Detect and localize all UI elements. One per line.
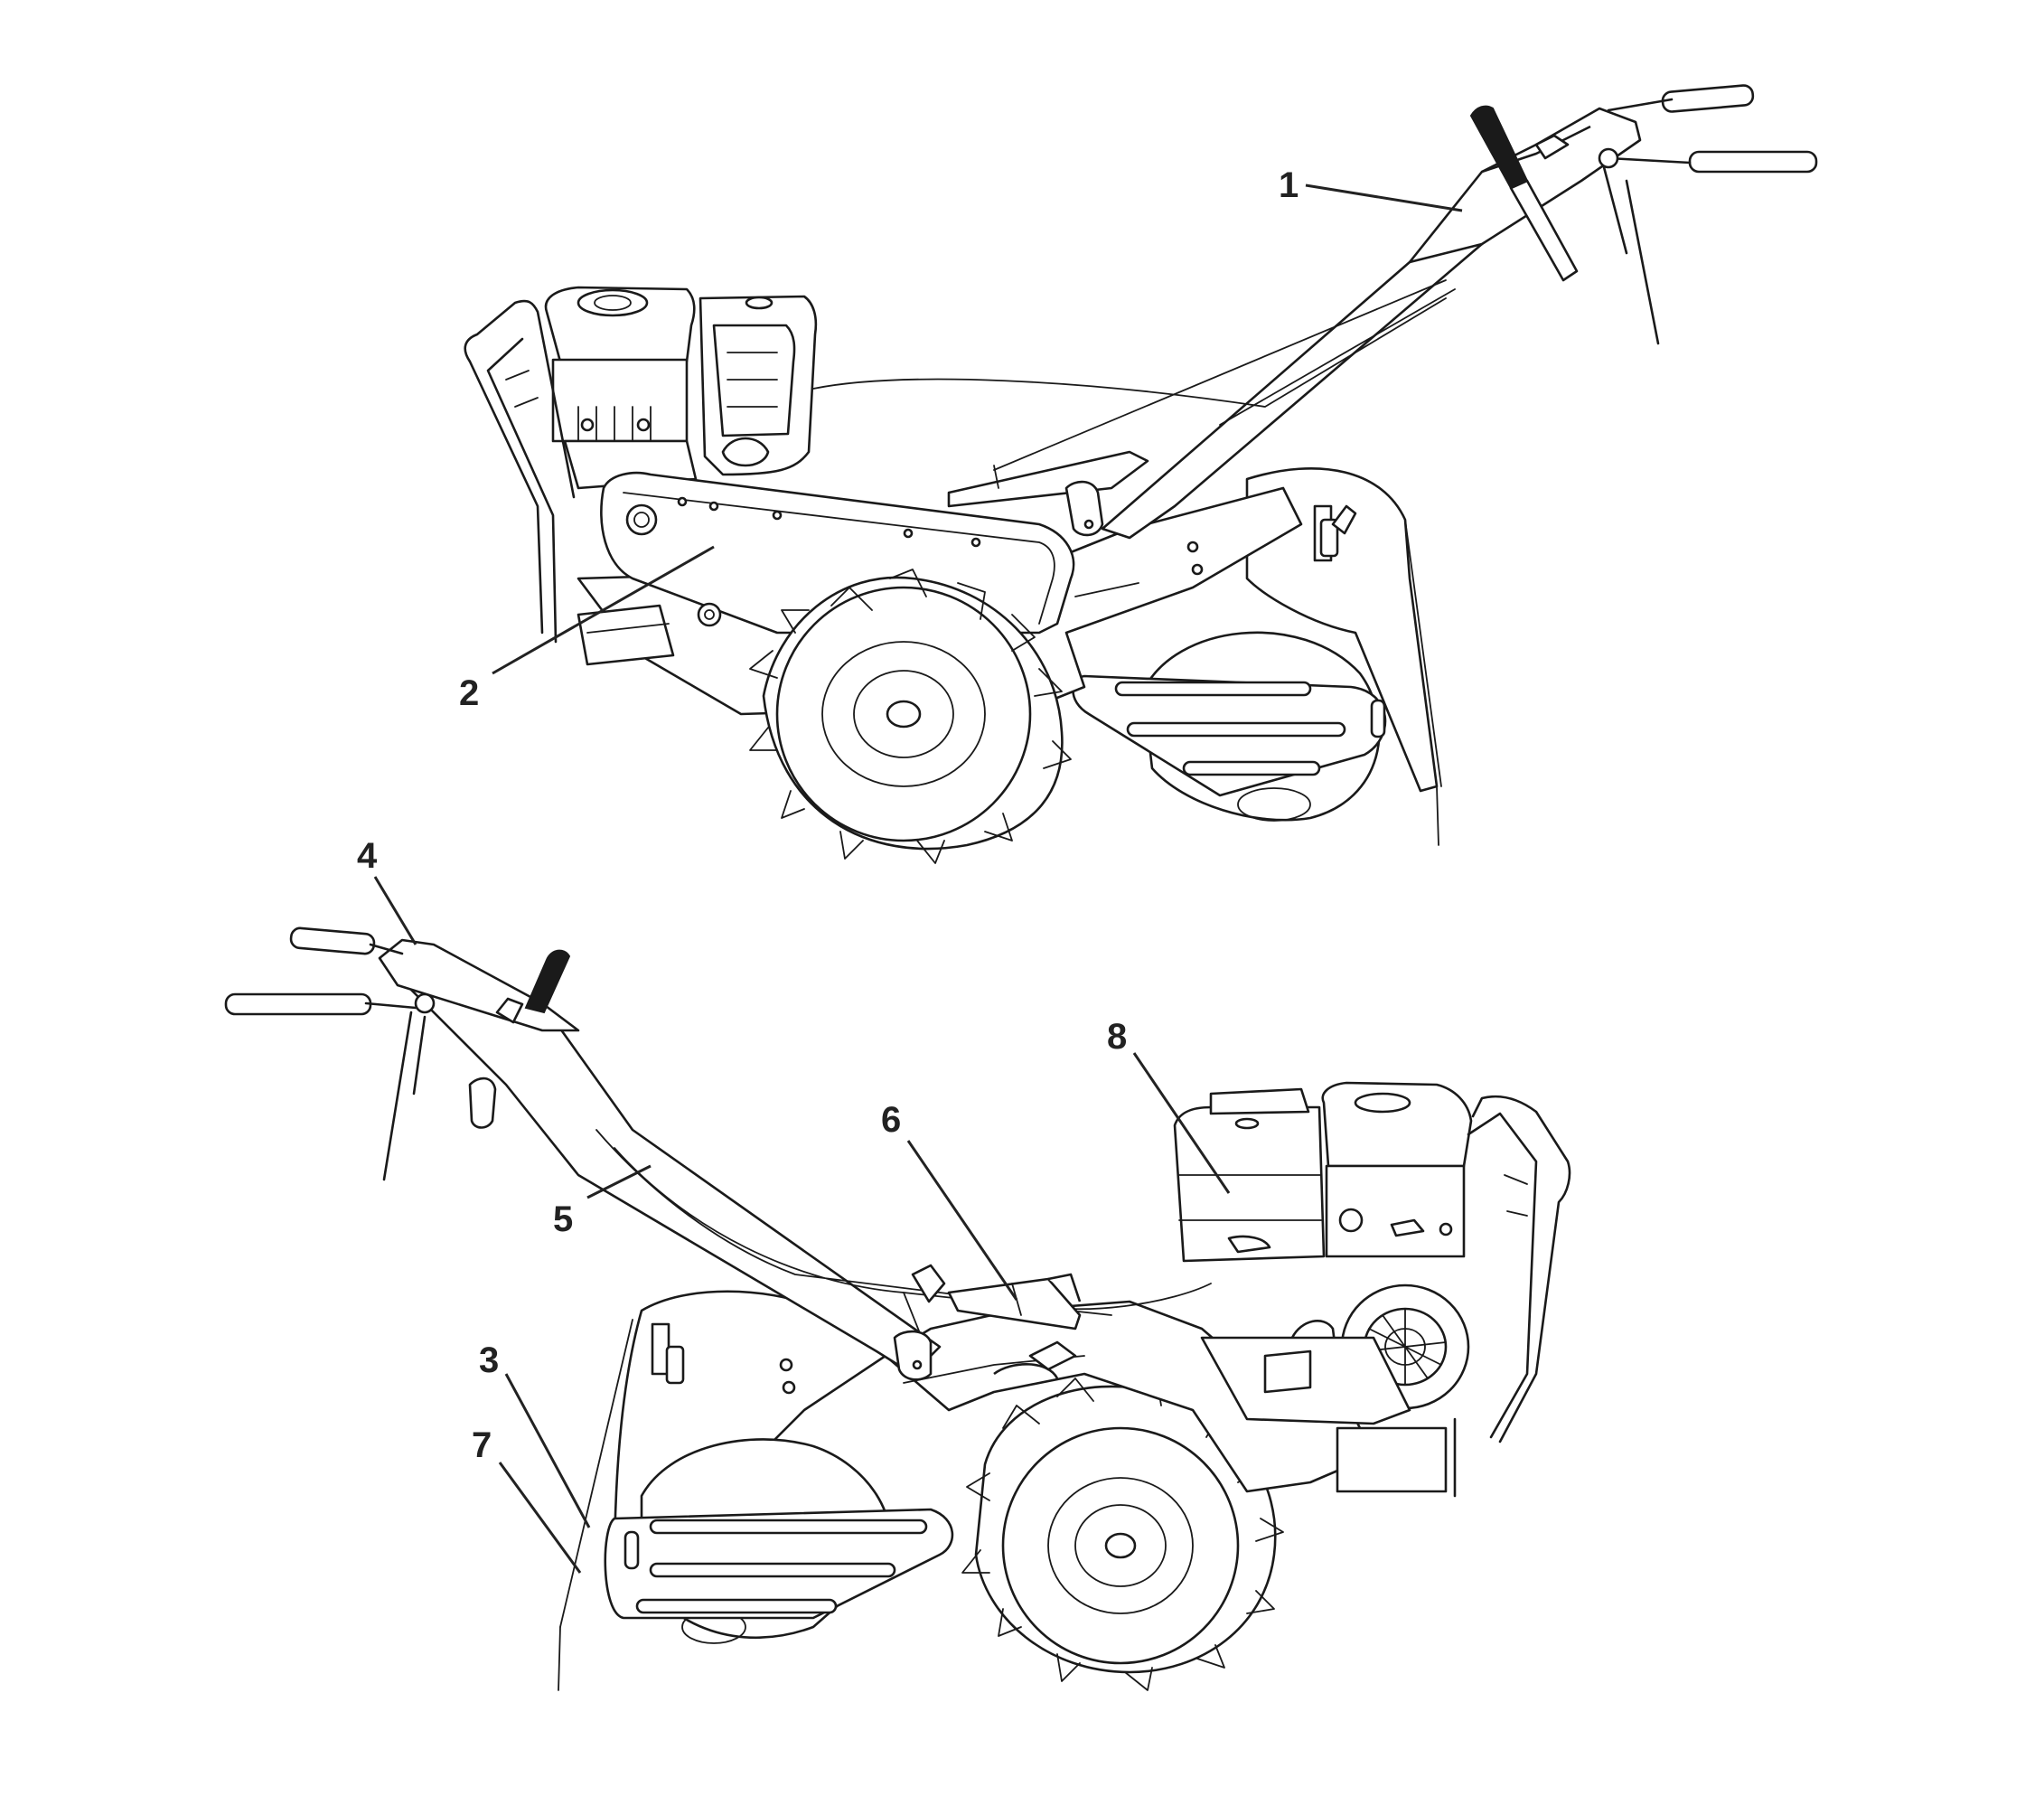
- callout-6: 6: [881, 1100, 1018, 1301]
- belt-tensioner: [947, 1277, 1082, 1331]
- tine-hood-top: [1245, 467, 1442, 846]
- callout-label-4: 4: [357, 836, 378, 876]
- callouts: 1 2 3 4 5 6 7 8: [357, 165, 1463, 1574]
- wheel-bottom: [961, 1378, 1284, 1691]
- handlebar-top: [1101, 84, 1818, 540]
- engine-bottom: [1173, 1081, 1473, 1498]
- tiller-bottom-view: [224, 926, 1571, 1691]
- callout-7: 7: [472, 1425, 582, 1574]
- callout-2: 2: [459, 545, 715, 713]
- callout-label-5: 5: [553, 1199, 573, 1239]
- cables-top: [812, 279, 1456, 471]
- callout-label-2: 2: [459, 673, 479, 713]
- callout-1: 1: [1279, 165, 1463, 212]
- hitch-arm-top: [947, 450, 1149, 508]
- cables-bottom: [595, 1129, 1212, 1316]
- callout-label-7: 7: [472, 1425, 492, 1465]
- callout-label-6: 6: [881, 1100, 901, 1140]
- wheel-top: [749, 569, 1072, 864]
- callout-4: 4: [357, 836, 417, 945]
- front-bumper-top: [464, 299, 576, 635]
- callout-8: 8: [1107, 1017, 1231, 1194]
- callout-5: 5: [553, 1164, 652, 1239]
- callout-3: 3: [479, 1340, 591, 1528]
- side-shield-bottom: [604, 1508, 954, 1620]
- callout-label-8: 8: [1107, 1017, 1127, 1057]
- tiller-top-view: [464, 84, 1818, 864]
- front-bumper-bottom: [1471, 1095, 1571, 1443]
- engine-top: [544, 286, 818, 666]
- callout-label-1: 1: [1279, 165, 1299, 205]
- callout-label-3: 3: [479, 1340, 499, 1380]
- handlebar-bottom: [224, 926, 942, 1376]
- side-shield-top: [1072, 674, 1387, 797]
